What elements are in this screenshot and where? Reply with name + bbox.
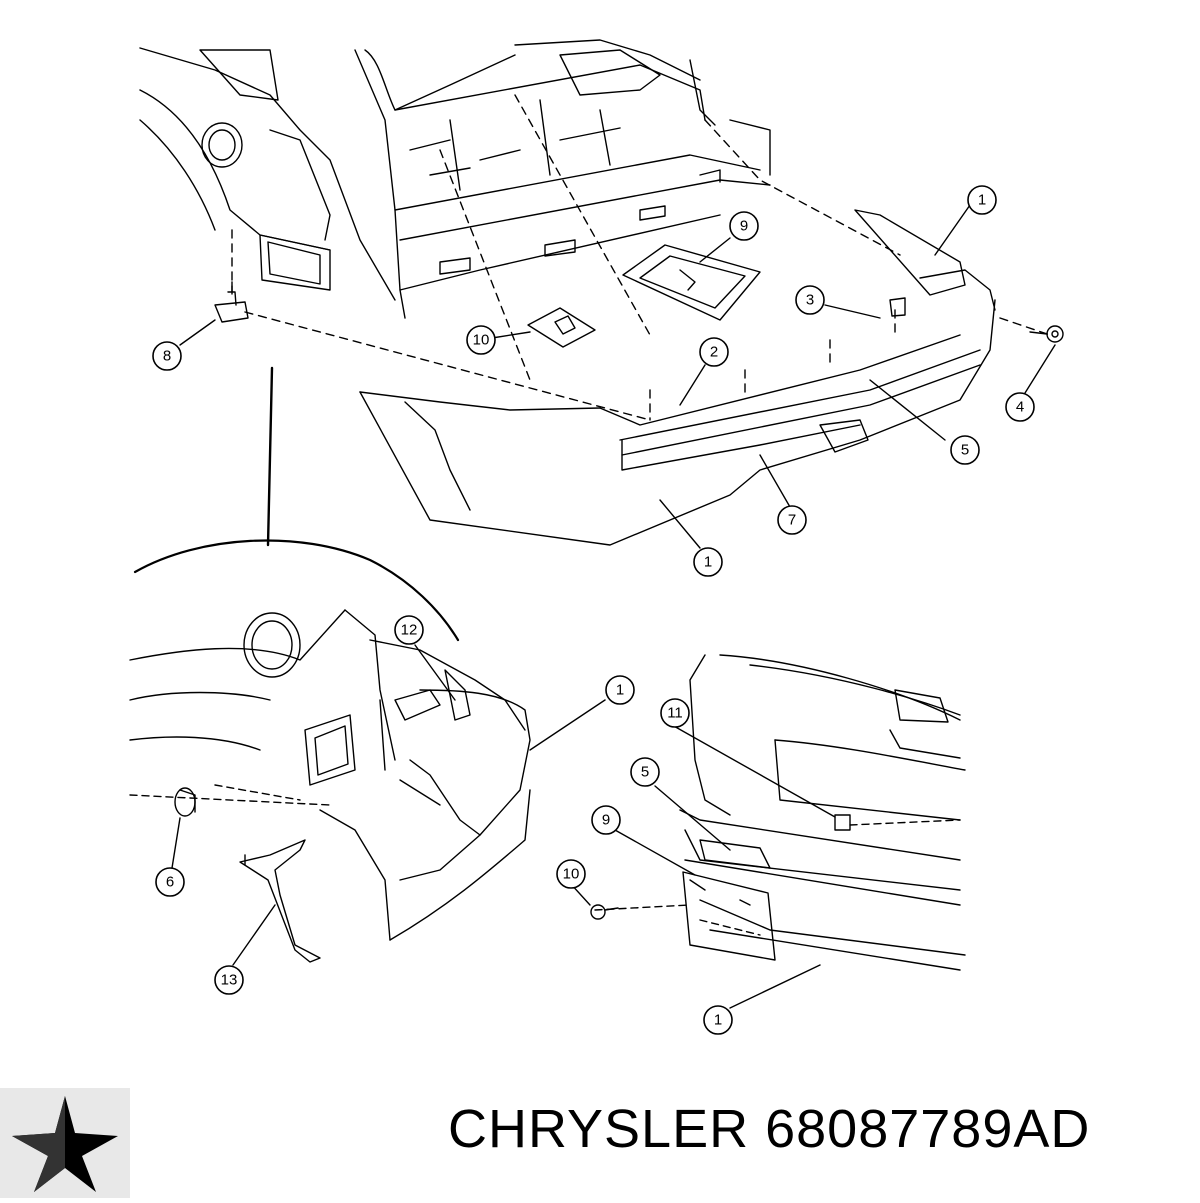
callout-10-right: 10: [556, 859, 586, 889]
callout-9-right: 9: [591, 805, 621, 835]
callout-4-top: 4: [1005, 392, 1035, 422]
callout-6-left: 6: [155, 867, 185, 897]
svg-text:1: 1: [978, 192, 986, 209]
inset-connector-line: [266, 366, 274, 547]
svg-text:6: 6: [166, 874, 174, 891]
callout-1-right: 1: [703, 1005, 733, 1035]
svg-text:1: 1: [714, 1012, 722, 1029]
guide-lines-inset: [129, 784, 331, 806]
callout-5-right: 5: [630, 757, 660, 787]
svg-text:4: 4: [1016, 399, 1024, 416]
callout-12-left: 12: [394, 615, 424, 645]
step-pad-inset: [699, 814, 851, 869]
callout-11-right: 11: [660, 698, 690, 728]
svg-text:2: 2: [710, 344, 718, 361]
callout-1-left: 1: [605, 675, 635, 705]
bumper-side-inset: [319, 689, 531, 941]
guide-lines-right: [594, 819, 961, 936]
callout-1-top-bumper: 1: [693, 547, 723, 577]
svg-text:7: 7: [788, 512, 796, 529]
vehicle-side-inset: [129, 609, 526, 786]
license-bracket-top: [622, 244, 761, 321]
vehicle-rear-inset: [679, 654, 966, 971]
bracket-13: [239, 839, 321, 963]
callout-10-top: 10: [466, 325, 496, 355]
svg-text:1: 1: [704, 554, 712, 571]
callout-9-top: 9: [729, 211, 759, 241]
callouts: 1 9 3 10 2 8 4 5: [152, 185, 1035, 1035]
license-plate-bracket-inset: [682, 871, 776, 961]
svg-text:8: 8: [163, 348, 171, 365]
svg-text:11: 11: [667, 705, 683, 722]
plug-top: [527, 307, 596, 348]
callout-5-top: 5: [950, 435, 980, 465]
callout-7-top: 7: [777, 505, 807, 535]
svg-text:3: 3: [806, 292, 814, 309]
svg-text:1: 1: [616, 682, 624, 699]
inset-arc: [133, 539, 460, 642]
callout-3-top: 3: [795, 285, 825, 315]
grommet-6: [174, 787, 196, 817]
clip-12: [444, 669, 471, 721]
screw-10: [590, 904, 619, 920]
chrysler-star-logo: [0, 1088, 130, 1198]
vehicle-body-top: [139, 39, 771, 319]
svg-text:5: 5: [961, 442, 969, 459]
bolt-4: [1029, 325, 1064, 343]
chrysler-star-icon: [12, 1096, 118, 1192]
svg-text:5: 5: [641, 764, 649, 781]
leader-lines: [171, 204, 1056, 1009]
svg-text:9: 9: [602, 812, 610, 829]
callout-8-top: 8: [152, 341, 182, 371]
guide-lines-top: [231, 94, 1051, 421]
svg-text:10: 10: [473, 332, 490, 349]
brand-part-number: CHRYSLER 68087789AD: [448, 1099, 1091, 1159]
bracket-8: [214, 281, 249, 323]
callout-1-top: 1: [967, 185, 997, 215]
callout-2-top: 2: [699, 337, 729, 367]
callout-13-left: 13: [214, 965, 244, 995]
bumper-fascia-top: [359, 209, 996, 546]
svg-text:13: 13: [221, 972, 238, 989]
svg-text:12: 12: [401, 622, 418, 639]
svg-text:10: 10: [563, 866, 580, 883]
svg-text:9: 9: [740, 218, 748, 235]
